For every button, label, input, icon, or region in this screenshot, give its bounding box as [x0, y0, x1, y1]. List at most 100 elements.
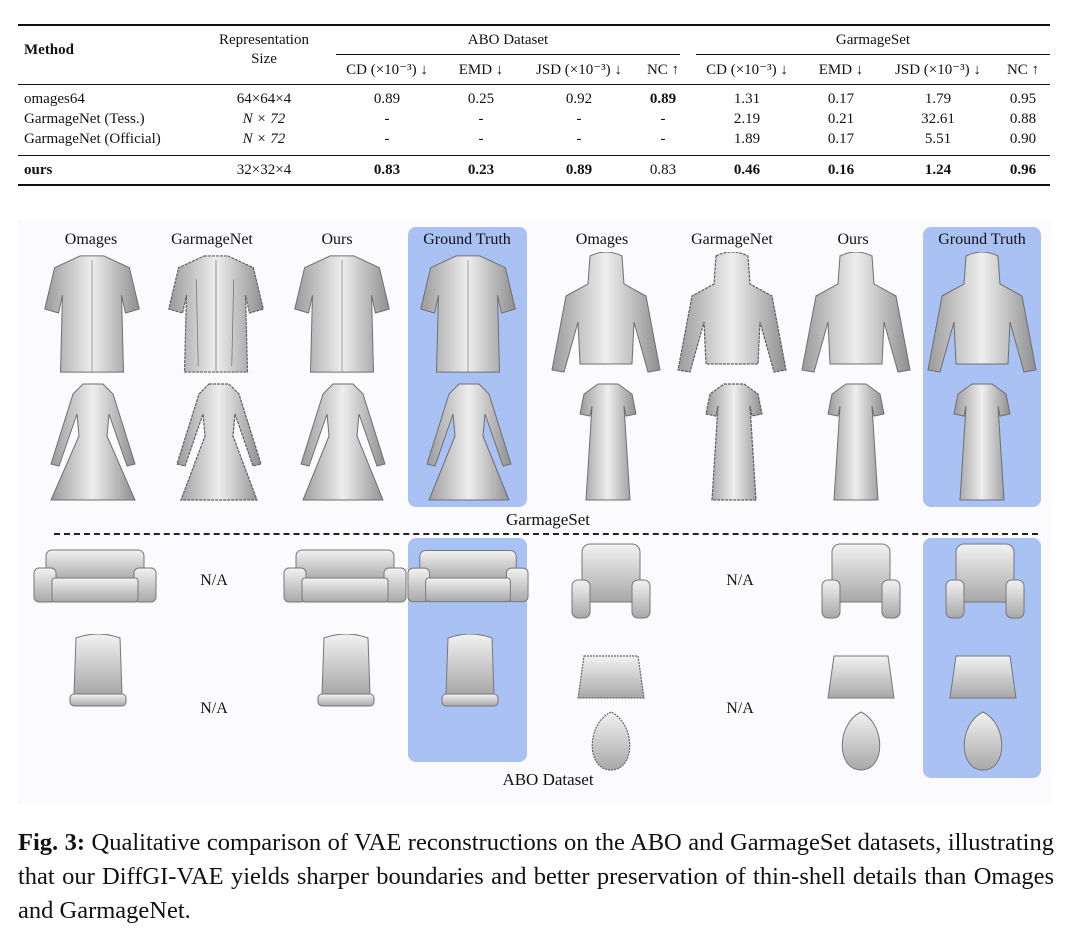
- table-cell: 0.88: [1009, 111, 1037, 127]
- header-method: Method: [24, 42, 74, 58]
- armchair-render-ours: [821, 543, 901, 619]
- table-cell-method: ours: [24, 162, 53, 178]
- results-table: Method Representation Size ABO Dataset G…: [18, 24, 1050, 186]
- dress-render-ours: [300, 383, 386, 501]
- table-cell-best: 1.24: [924, 162, 952, 178]
- header-metric: CD (×10⁻³) ↓: [346, 62, 428, 78]
- table-cell-method: GarmageNet (Official): [24, 131, 161, 147]
- table-cell-best: 0.89: [565, 162, 593, 178]
- sofa-render-ground-truth: [407, 549, 529, 603]
- dress-render-garmagenet: [176, 383, 262, 501]
- not-available-label: N/A: [726, 572, 754, 589]
- column-label-omages: Omages: [64, 231, 118, 248]
- not-available-label: N/A: [200, 700, 228, 717]
- table-cell-best: 0.96: [1009, 162, 1037, 178]
- not-available-label: N/A: [726, 700, 754, 717]
- tunic-dress-render-ground-truth: [953, 383, 1011, 501]
- dress-render-ground-truth: [426, 383, 512, 501]
- section-label-abo-dataset: ABO Dataset: [502, 770, 594, 789]
- table-cell: 0.83: [649, 162, 677, 178]
- sofa-render-ours: [283, 549, 407, 603]
- figure-caption-text: Qualitative comparison of VAE reconstruc…: [18, 829, 1054, 924]
- header-group-garmage: GarmageSet: [835, 32, 911, 48]
- table-header-rule: [18, 84, 1050, 85]
- header-metric: NC ↑: [1006, 62, 1040, 78]
- table-cell: -: [478, 111, 484, 127]
- column-label-ours: Ours: [321, 231, 353, 248]
- table-cell-size: N × 72: [242, 131, 286, 147]
- table-cell: -: [660, 111, 666, 127]
- table-cell: -: [576, 111, 582, 127]
- table-cell: 1.79: [924, 91, 952, 107]
- table-cell-best: 0.46: [733, 162, 761, 178]
- table-cell-best: 0.23: [467, 162, 495, 178]
- table-cell: 1.89: [733, 131, 761, 147]
- header-metric: JSD (×10⁻³) ↓: [536, 62, 622, 78]
- table-cell: 0.17: [827, 91, 855, 107]
- table-cell: -: [478, 131, 484, 147]
- table-cell: -: [660, 131, 666, 147]
- garmage-group-underline: [696, 54, 1050, 55]
- table-cell-method: omages64: [24, 91, 85, 107]
- table-cell: 5.51: [924, 131, 952, 147]
- table-separator-rule: [18, 155, 1050, 156]
- table-cell: 0.95: [1009, 91, 1037, 107]
- figure-caption-label: Fig. 3:: [18, 829, 86, 856]
- dress-render-omages: [50, 383, 136, 501]
- header-metric: CD (×10⁻³) ↓: [706, 62, 788, 78]
- table-cell: 0.90: [1009, 131, 1037, 147]
- table-cell: 0.92: [565, 91, 593, 107]
- shirt-render-ground-truth: [420, 255, 516, 373]
- header-metric: EMD ↓: [818, 62, 864, 78]
- abo-group-underline: [336, 54, 680, 55]
- table-cell-best: 0.89: [649, 91, 677, 107]
- header-metric: JSD (×10⁻³) ↓: [895, 62, 981, 78]
- header-metric: EMD ↓: [458, 62, 504, 78]
- not-available-label: N/A: [200, 572, 228, 589]
- lamp-render-omages: [577, 655, 645, 771]
- table-cell: 0.25: [467, 91, 495, 107]
- table-cell: -: [576, 131, 582, 147]
- table-top-rule: [18, 24, 1050, 26]
- column-label-garmagenet: GarmageNet: [691, 231, 773, 248]
- column-label-ground-truth: Ground Truth: [938, 231, 1026, 248]
- shirt-render-ours: [294, 255, 390, 373]
- table-cell-size: 32×32×4: [236, 162, 292, 178]
- header-metric: NC ↑: [646, 62, 680, 78]
- table-cell: 0.89: [373, 91, 401, 107]
- header-size-line2: Size: [251, 51, 277, 67]
- column-label-ours: Ours: [837, 231, 869, 248]
- chair-render-ours: [317, 634, 375, 707]
- section-divider: [54, 533, 1038, 535]
- table-cell: -: [384, 131, 390, 147]
- column-label-ground-truth: Ground Truth: [423, 231, 511, 248]
- table-cell-size: N × 72: [242, 111, 286, 127]
- hoodie-render-ours: [801, 252, 911, 373]
- column-label-omages: Omages: [575, 231, 629, 248]
- table-bottom-rule: [18, 184, 1050, 186]
- figure-caption: Fig. 3: Qualitative comparison of VAE re…: [18, 826, 1054, 928]
- tunic-dress-render-omages: [579, 383, 637, 501]
- table-cell-best: 0.83: [373, 162, 401, 178]
- sofa-render-omages: [33, 549, 157, 603]
- table-cell: 0.21: [827, 111, 855, 127]
- tunic-dress-render-ours: [827, 383, 885, 501]
- tunic-dress-render-garmagenet: [705, 383, 763, 501]
- table-cell: 1.31: [733, 91, 761, 107]
- column-label-garmagenet: GarmageNet: [171, 231, 253, 248]
- shirt-render-omages: [44, 255, 140, 373]
- table-cell-best: 0.16: [827, 162, 855, 178]
- table-cell: 0.17: [827, 131, 855, 147]
- qualitative-figure: Omages GarmageNet Ours Ground Truth Omag…: [18, 220, 1052, 804]
- header-size-line1: Representation: [219, 32, 309, 48]
- lamp-render-ours: [827, 655, 895, 771]
- armchair-render-ground-truth: [945, 543, 1025, 619]
- hoodie-render-ground-truth: [927, 252, 1037, 373]
- table-cell: 32.61: [921, 111, 955, 127]
- table-cell: 2.19: [733, 111, 761, 127]
- hoodie-render-garmagenet: [677, 252, 787, 373]
- section-label-garmageset: GarmageSet: [505, 510, 591, 529]
- hoodie-render-omages: [551, 252, 661, 373]
- lamp-render-ground-truth: [949, 655, 1017, 771]
- chair-render-ground-truth: [441, 634, 499, 707]
